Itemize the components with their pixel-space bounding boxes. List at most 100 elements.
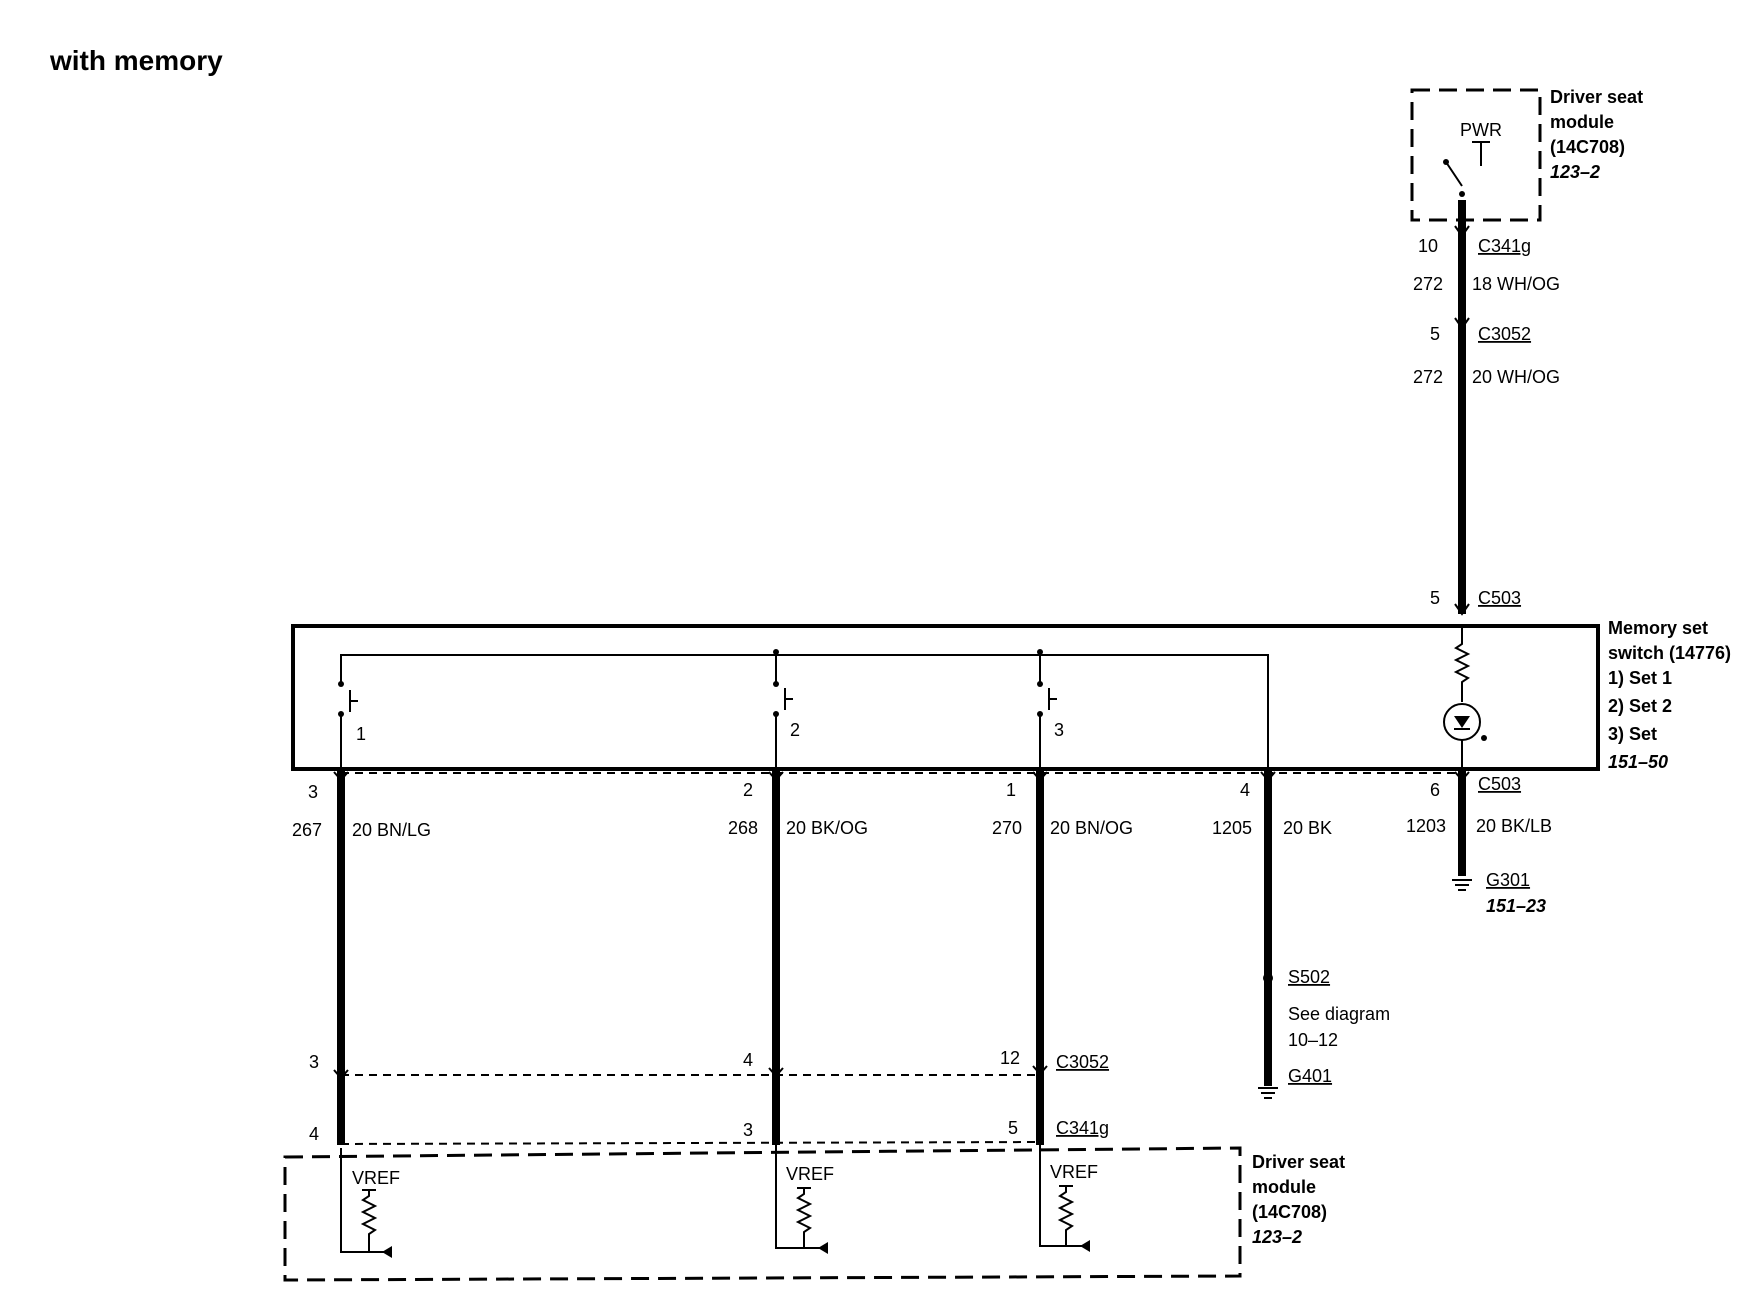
conn-c341g-top: C341g: [1478, 236, 1531, 256]
top-module-name2: module: [1550, 112, 1614, 132]
conn-c341g-lower: C341g: [1056, 1118, 1109, 1138]
ground-g301-label: G301: [1486, 870, 1530, 890]
button-3-plunger: [1048, 688, 1057, 710]
pin-5-c503: 5: [1430, 588, 1440, 608]
vref-1-resistor: [360, 1189, 378, 1252]
button-1-contact-top: [338, 681, 344, 687]
wire-268-c3052-pin: 4: [743, 1050, 753, 1070]
bottom-module-ref: 123–2: [1252, 1227, 1302, 1247]
ground-g401-icon: [1258, 1087, 1278, 1099]
wire-1205-color: 20 BK: [1283, 818, 1332, 838]
bottom-module-outline: [283, 1146, 1242, 1282]
bottom-module-part: (14C708): [1252, 1202, 1327, 1222]
splice-s502-dot: [1263, 973, 1273, 983]
splice-note-1: See diagram: [1288, 1004, 1390, 1024]
switch-name2: switch (14776): [1608, 643, 1731, 663]
c503-connector-mark: [1454, 603, 1470, 616]
wire-268-c503-mark: [768, 771, 784, 782]
top-module-name: Driver seat: [1550, 87, 1643, 107]
wire-268-pin: 2: [743, 780, 753, 800]
led-diode-triangle: [1454, 716, 1470, 728]
splice-s502-label: S502: [1288, 967, 1330, 987]
wire-268-circuit: 268: [728, 818, 758, 838]
top-driver-seat-module: PWR Driver seat module (14C708) 123–2: [1410, 87, 1643, 222]
memory-set-switch: 1 2 3 Memory set switch (14776) 1) Set 1…: [291, 618, 1731, 772]
wire-1203-circuit: 1203: [1406, 816, 1446, 836]
bus-junction-2: [773, 649, 779, 655]
switch-item-3: 3) Set: [1608, 724, 1657, 744]
bottom-driver-seat-module: VREF VREF VREF Driver seat module (14C70…: [283, 1145, 1345, 1282]
button-3-label: 3: [1054, 720, 1064, 740]
ground-g401-label: G401: [1288, 1066, 1332, 1086]
wire-270-circuit: 270: [992, 818, 1022, 838]
vref-3-label: VREF: [1050, 1162, 1098, 1182]
wire-1203-color: 20 BK/LB: [1476, 816, 1552, 836]
top-module-pwr-label: PWR: [1460, 120, 1502, 140]
circuit-272-a: 272: [1413, 274, 1443, 294]
c3052-lower-marks: [333, 1065, 1048, 1080]
wire-270-c3052-pin: 12: [1000, 1048, 1020, 1068]
wire-1205-c503-mark: [1260, 771, 1276, 782]
switch-ref: 151–50: [1608, 752, 1668, 772]
switch-pivot-dot: [1459, 191, 1465, 197]
wire-268-color: 20 BK/OG: [786, 818, 868, 838]
switch-outline: [291, 624, 1600, 771]
wire-1205-pin: 4: [1240, 780, 1250, 800]
vref-3-resistor: [1057, 1185, 1075, 1246]
vref-3-input-arrow: [1080, 1240, 1090, 1252]
top-module-ref: 123–2: [1550, 162, 1600, 182]
bottom-module-name: Driver seat: [1252, 1152, 1345, 1172]
c341g-lower-connector-line: [340, 1141, 1041, 1145]
vref-1-lead: [340, 1148, 368, 1253]
wire-18-wh-og: 18 WH/OG: [1472, 274, 1560, 294]
pin-10: 10: [1418, 236, 1438, 256]
wire-267-c341g-pin: 4: [309, 1124, 319, 1144]
output-wire-270: 1 270 20 BN/OG 12 5: [992, 770, 1133, 1145]
wire-1203-c503-mark: [1454, 771, 1470, 782]
button-1-label: 1: [356, 724, 366, 744]
vref-1-input-arrow: [382, 1246, 392, 1258]
vref-2-lead: [775, 1145, 804, 1249]
switch-name: Memory set: [1608, 618, 1708, 638]
output-wire-1205: 4 1205 20 BK S502 See diagram 10–12 G401: [1212, 770, 1390, 1099]
wire-267-c503-mark: [333, 771, 349, 782]
wire-270-c341g-pin: 5: [1008, 1118, 1018, 1138]
top-module-outline: [1410, 88, 1542, 222]
splice-note-2: 10–12: [1288, 1030, 1338, 1050]
wire-267-c3052-pin: 3: [309, 1052, 319, 1072]
wire-1205-circuit: 1205: [1212, 818, 1252, 838]
ground-g301-icon: [1452, 879, 1472, 891]
vref-1-label: VREF: [352, 1168, 400, 1188]
wire-267-pin: 3: [308, 782, 318, 802]
button-1-plunger: [349, 690, 358, 712]
bus-junction-3: [1037, 649, 1043, 655]
led-light-dot: [1481, 735, 1487, 741]
wire-270-pin: 1: [1006, 780, 1016, 800]
vref-2-input-arrow: [818, 1242, 828, 1254]
output-wire-268: 2 268 20 BK/OG 4 3: [728, 770, 868, 1145]
wire-20-wh-og: 20 WH/OG: [1472, 367, 1560, 387]
conn-c503-top: C503: [1478, 588, 1521, 608]
vref-3-lead: [1039, 1145, 1066, 1247]
diagram-title: with memory: [49, 45, 223, 76]
indicator-resistor: [1453, 628, 1471, 702]
wire-267-circuit: 267: [292, 820, 322, 840]
wire-1203-pin: 6: [1430, 780, 1440, 800]
switch-common-bus: [340, 654, 1269, 768]
button-2-contact-top: [773, 681, 779, 687]
wire-270-color: 20 BN/OG: [1050, 818, 1133, 838]
conn-c503-lower: C503: [1478, 774, 1521, 794]
power-circuit: 10 C341g 272 18 WH/OG 5 C3052 272 20 WH/…: [1413, 200, 1560, 616]
wire-270-c503-mark: [1032, 771, 1048, 782]
button-2-label: 2: [790, 720, 800, 740]
conn-c3052-lower: C3052: [1056, 1052, 1109, 1072]
button-2-plunger: [784, 688, 793, 710]
pin-5-c3052: 5: [1430, 324, 1440, 344]
ground-g301-ref: 151–23: [1486, 896, 1546, 916]
bottom-module-name2: module: [1252, 1177, 1316, 1197]
conn-c3052-top: C3052: [1478, 324, 1531, 344]
wire-267-color: 20 BN/LG: [352, 820, 431, 840]
vref-2-resistor: [795, 1187, 813, 1248]
circuit-272-b: 272: [1413, 367, 1443, 387]
